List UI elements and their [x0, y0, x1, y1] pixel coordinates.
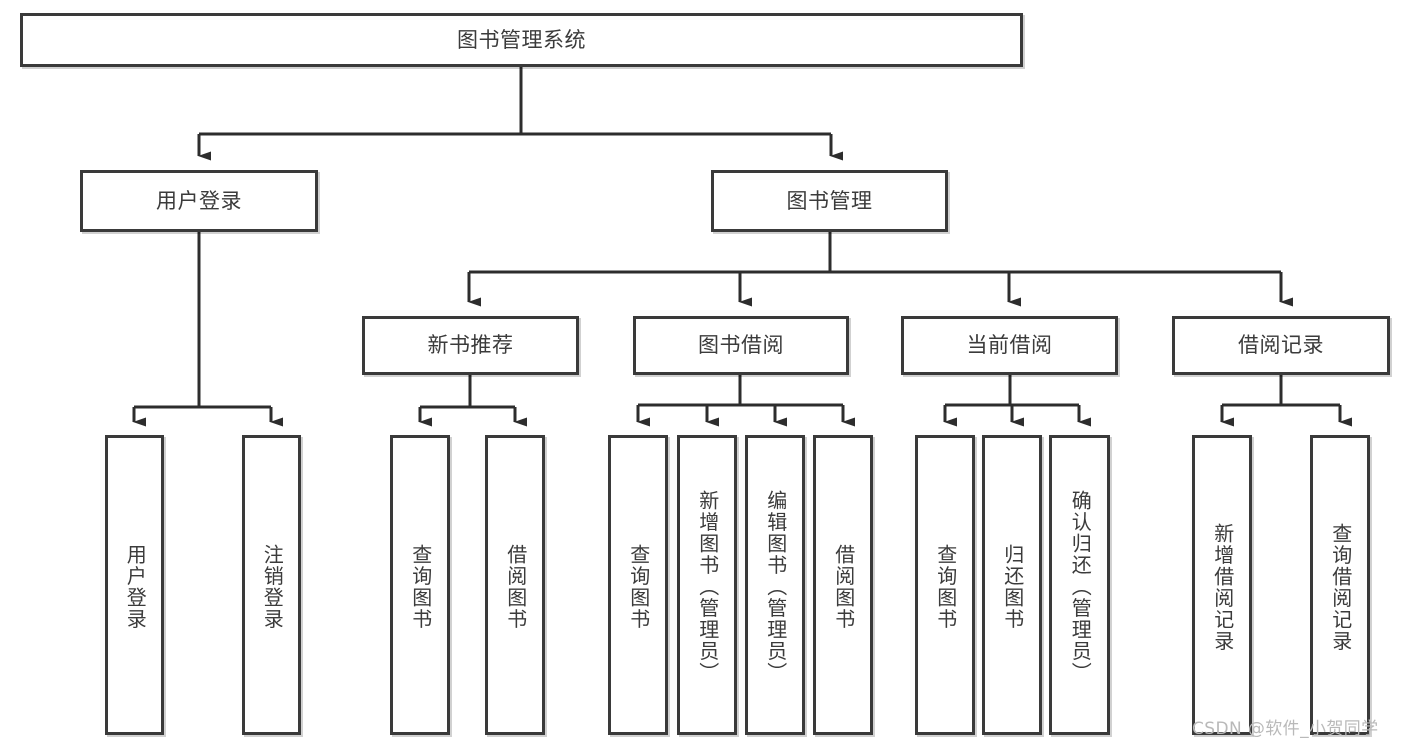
node-label: 用户登录 — [156, 188, 242, 213]
leaf-add-book-admin[interactable]: 新增图书（管理员） — [677, 435, 737, 735]
node-label: 新增图书（管理员） — [695, 490, 720, 684]
node-label: 确认归还（管理员） — [1068, 490, 1093, 684]
leaf-logout-login[interactable]: 注销登录 — [242, 435, 301, 735]
node-book-management[interactable]: 图书管理 — [711, 170, 948, 232]
node-user-login[interactable]: 用户登录 — [80, 170, 318, 232]
leaf-confirm-return-admin[interactable]: 确认归还（管理员） — [1049, 435, 1110, 735]
node-current-borrow[interactable]: 当前借阅 — [901, 316, 1118, 375]
connector-borrowrecord-to-leaves — [1220, 375, 1352, 427]
connector-newbook-to-leaves — [418, 375, 527, 427]
node-root-book-management-system[interactable]: 图书管理系统 — [20, 13, 1023, 67]
connector-bookborrow-to-leaves — [636, 375, 855, 427]
connector-root-to-level2 — [197, 67, 843, 161]
node-label: 图书管理 — [786, 188, 873, 213]
node-label: 图书管理系统 — [457, 27, 586, 52]
node-borrow-record[interactable]: 借阅记录 — [1172, 316, 1390, 375]
node-book-borrow[interactable]: 图书借阅 — [633, 316, 849, 375]
connector-userlogin-to-leaves — [132, 232, 283, 427]
node-new-book-recommend[interactable]: 新书推荐 — [362, 316, 579, 375]
leaf-borrow-book-2[interactable]: 借阅图书 — [813, 435, 873, 735]
node-label: 查询图书 — [933, 544, 958, 630]
node-label: 用户登录 — [123, 544, 148, 630]
csdn-watermark: CSDN @软件_小贺同学 — [1192, 719, 1379, 739]
leaf-query-borrow-record[interactable]: 查询借阅记录 — [1310, 435, 1370, 735]
leaf-query-book-2[interactable]: 查询图书 — [608, 435, 668, 735]
node-label: 图书借阅 — [698, 333, 784, 357]
leaf-edit-book-admin[interactable]: 编辑图书（管理员） — [745, 435, 805, 735]
connector-bookmgmt-to-level3 — [467, 232, 1293, 307]
leaf-user-login[interactable]: 用户登录 — [105, 435, 164, 735]
node-label: 新增借阅记录 — [1210, 522, 1235, 652]
leaf-return-book[interactable]: 归还图书 — [982, 435, 1042, 735]
connector-currentborrow-to-leaves — [943, 375, 1091, 427]
leaf-add-borrow-record[interactable]: 新增借阅记录 — [1192, 435, 1252, 735]
node-label: 借阅图书 — [503, 544, 528, 630]
node-label: 注销登录 — [260, 544, 285, 630]
node-label: 借阅图书 — [831, 544, 856, 630]
node-label: 查询借阅记录 — [1328, 522, 1353, 652]
node-label: 编辑图书（管理员） — [763, 490, 788, 684]
node-label: 查询图书 — [408, 544, 433, 630]
node-label: 归还图书 — [1000, 544, 1025, 630]
node-label: 查询图书 — [626, 544, 651, 630]
leaf-borrow-book-1[interactable]: 借阅图书 — [485, 435, 545, 735]
node-label: 当前借阅 — [966, 333, 1053, 357]
node-label: 借阅记录 — [1238, 333, 1324, 357]
leaf-query-book-3[interactable]: 查询图书 — [915, 435, 975, 735]
leaf-query-book-1[interactable]: 查询图书 — [390, 435, 450, 735]
node-label: 新书推荐 — [427, 333, 514, 357]
